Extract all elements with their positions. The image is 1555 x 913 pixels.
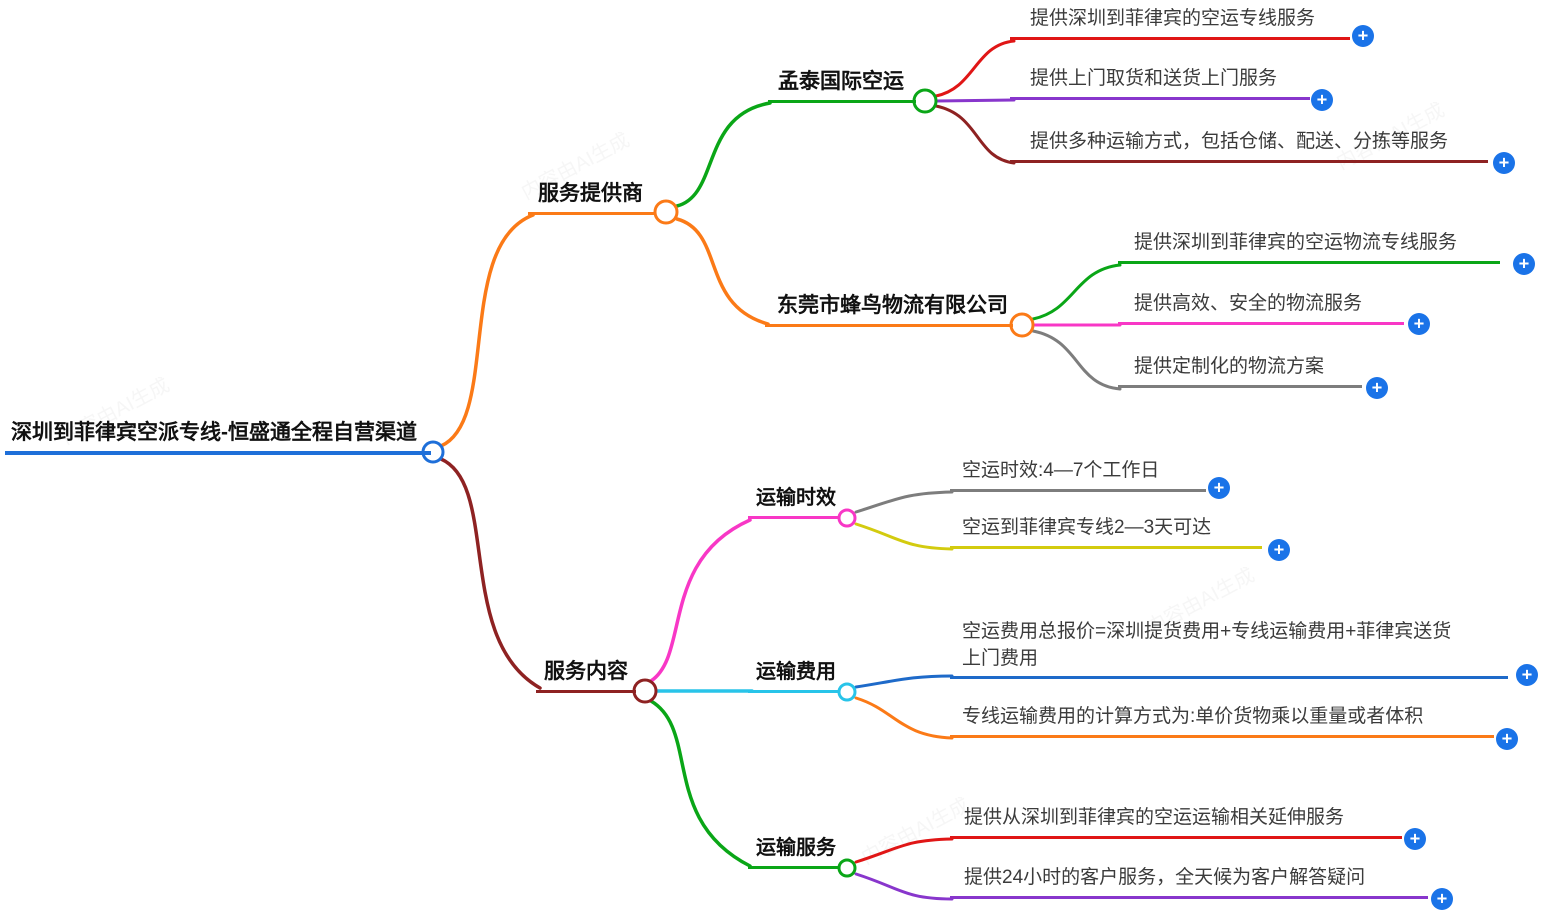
expand-plus-button[interactable]: + [1268, 539, 1290, 561]
expand-plus-button[interactable]: + [1408, 313, 1430, 335]
transport-time-node-handle[interactable] [837, 508, 857, 528]
connector-cost-leaf-2 [854, 696, 954, 740]
branch-service-providers[interactable]: 服务提供商 [528, 180, 656, 215]
connector-time-leaf-2 [854, 522, 954, 551]
expand-plus-button[interactable]: + [1513, 253, 1535, 275]
expand-plus-button[interactable]: + [1311, 89, 1333, 111]
connector-to-dongguan [675, 217, 770, 326]
expand-plus-button[interactable]: + [1493, 152, 1515, 174]
expand-plus-button[interactable]: + [1496, 728, 1518, 750]
connector-mengtai-leaf-1 [934, 39, 1016, 98]
node-transport-service[interactable]: 运输服务 [748, 835, 840, 869]
connector-to-transport-service [649, 699, 752, 868]
leaf-dongguan-airline-service[interactable]: 提供深圳到菲律宾的空运物流专线服务 [1118, 231, 1500, 264]
connector-service-leaf-1 [854, 837, 954, 864]
mengtai-node-handle[interactable] [912, 88, 938, 114]
node-transport-cost[interactable]: 运输费用 [748, 659, 840, 693]
expand-plus-button[interactable]: + [1352, 25, 1374, 47]
expand-plus-button[interactable]: + [1431, 888, 1453, 910]
leaf-dongguan-efficient-safe[interactable]: 提供高效、安全的物流服务 [1118, 292, 1404, 325]
expand-plus-button[interactable]: + [1404, 828, 1426, 850]
connector-to-mengtai [675, 101, 772, 208]
connector-root-to-service-providers [439, 213, 535, 448]
leaf-mengtai-multi-transport[interactable]: 提供多种运输方式，包括仓储、配送、分拣等服务 [1010, 130, 1488, 163]
connector-cost-leaf-1 [854, 674, 954, 689]
dongguan-node-handle[interactable] [1009, 312, 1035, 338]
transport-cost-node-handle[interactable] [837, 682, 857, 702]
leaf-cost-total-quote[interactable]: 空运费用总报价=深圳提货费用+专线运输费用+菲律宾送货上门费用 [950, 618, 1508, 679]
leaf-air-time-2-3-days[interactable]: 空运到菲律宾专线2—3天可达 [950, 516, 1262, 549]
expand-plus-button[interactable]: + [1208, 477, 1230, 499]
leaf-mengtai-airline-service[interactable]: 提供深圳到菲律宾的空运专线服务 [1010, 7, 1350, 40]
transport-service-node-handle[interactable] [837, 858, 857, 878]
node-mengtai-international-air[interactable]: 孟泰国际空运 [768, 68, 916, 103]
connector-dongguan-leaf-3 [1031, 329, 1122, 391]
service-providers-node-handle[interactable] [653, 199, 679, 225]
node-dongguan-fengniao-logistics[interactable]: 东莞市蜂鸟物流有限公司 [765, 292, 1013, 327]
leaf-service-24h-support[interactable]: 提供24小时的客户服务，全天候为客户解答疑问 [950, 866, 1428, 899]
expand-plus-button[interactable]: + [1516, 664, 1538, 686]
connector-service-leaf-2 [854, 872, 954, 901]
node-transport-time[interactable]: 运输时效 [748, 485, 840, 519]
leaf-mengtai-pickup-delivery[interactable]: 提供上门取货和送货上门服务 [1010, 67, 1310, 100]
branch-service-content[interactable]: 服务内容 [536, 658, 636, 693]
expand-plus-button[interactable]: + [1366, 377, 1388, 399]
connector-to-transport-time [649, 518, 752, 683]
leaf-service-extended[interactable]: 提供从深圳到菲律宾的空运运输相关延伸服务 [950, 806, 1402, 839]
connector-mengtai-leaf-3 [934, 104, 1016, 165]
leaf-cost-calculation[interactable]: 专线运输费用的计算方式为:单价货物乘以重量或者体积 [950, 705, 1494, 738]
leaf-dongguan-customized-plan[interactable]: 提供定制化的物流方案 [1118, 355, 1362, 388]
connector-root-to-service-content [439, 457, 542, 690]
connector-dongguan-leaf-1 [1031, 263, 1122, 321]
leaf-air-time-4-7-days[interactable]: 空运时效:4—7个工作日 [950, 459, 1206, 492]
service-content-node-handle[interactable] [632, 678, 658, 704]
connector-time-leaf-1 [854, 490, 954, 514]
root-node[interactable]: 深圳到菲律宾空派专线-恒盛通全程自营渠道 [5, 419, 431, 455]
connector-mengtai-leaf-2 [934, 98, 1016, 103]
